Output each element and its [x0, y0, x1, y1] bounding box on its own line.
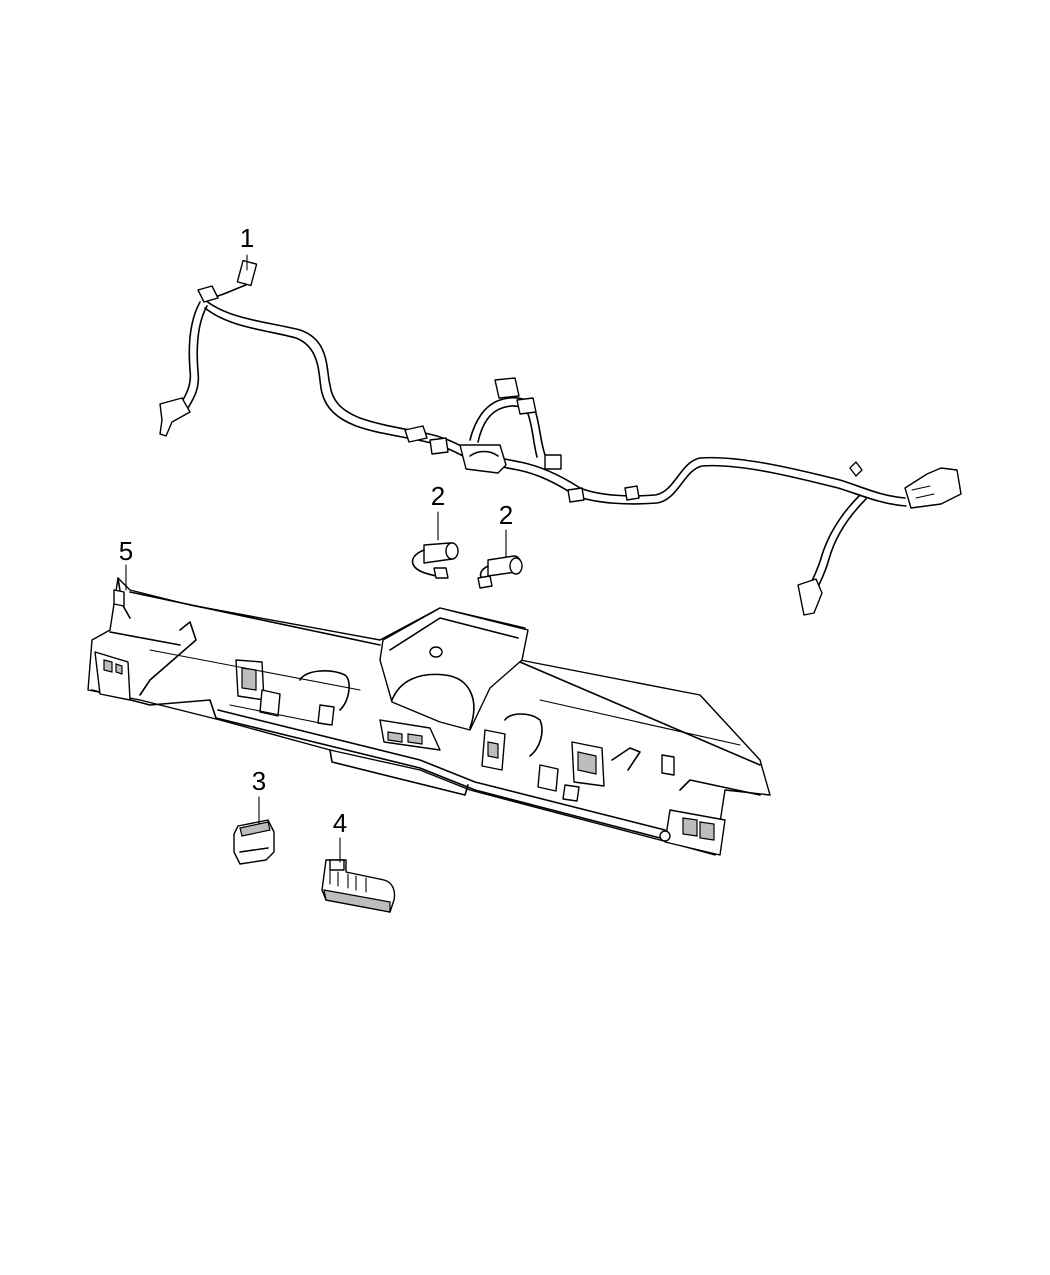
lamp-socket-right[interactable]	[477, 555, 523, 589]
callout-2-left: 2	[431, 481, 445, 511]
lamp-socket-left[interactable]	[411, 542, 459, 579]
overhead-console-module[interactable]	[321, 859, 396, 913]
overhead-trim-panel[interactable]	[87, 577, 771, 856]
callout-4: 4	[333, 808, 347, 838]
callout-5: 5	[119, 536, 133, 566]
wiring-harness[interactable]	[159, 259, 962, 616]
callout-2-right: 2	[499, 500, 513, 530]
dome-switch[interactable]	[233, 819, 275, 865]
callout-1: 1	[240, 223, 254, 253]
callout-3: 3	[252, 766, 266, 796]
